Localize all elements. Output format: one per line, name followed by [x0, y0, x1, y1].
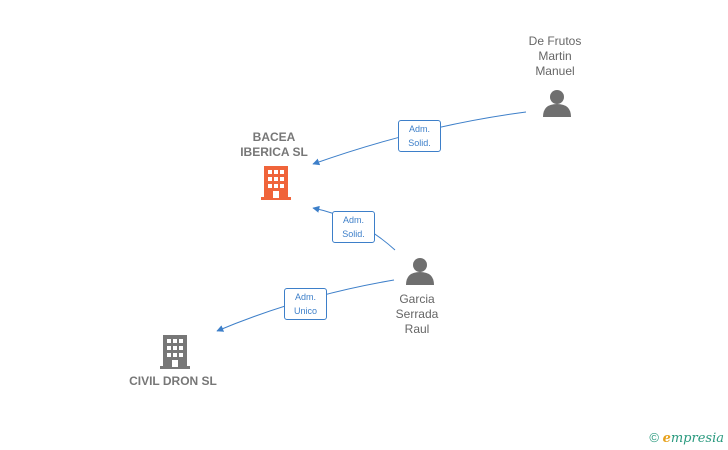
building-icon[interactable]: [160, 335, 190, 369]
copyright-icon: ©: [649, 430, 659, 445]
person-icon[interactable]: [543, 90, 571, 117]
node-label-garcia[interactable]: Garcia Serrada Raul: [395, 292, 439, 336]
edge-label-role: Adm. Solid.: [332, 211, 375, 243]
brand-name: empresia: [662, 431, 724, 446]
building-icon[interactable]: [261, 166, 291, 200]
node-label-de-frutos[interactable]: De Frutos Martin Manuel: [528, 34, 582, 78]
edge-label-role: Adm. Unico: [284, 288, 327, 320]
person-icon[interactable]: [406, 258, 434, 285]
node-label-civil-dron[interactable]: CIVIL DRON SL: [129, 374, 217, 388]
node-label-bacea-iberica[interactable]: BACEA IBERICA SL: [240, 130, 308, 159]
empresia-watermark: © empresia: [649, 430, 724, 446]
edge-label-role: Adm. Solid.: [398, 120, 441, 152]
